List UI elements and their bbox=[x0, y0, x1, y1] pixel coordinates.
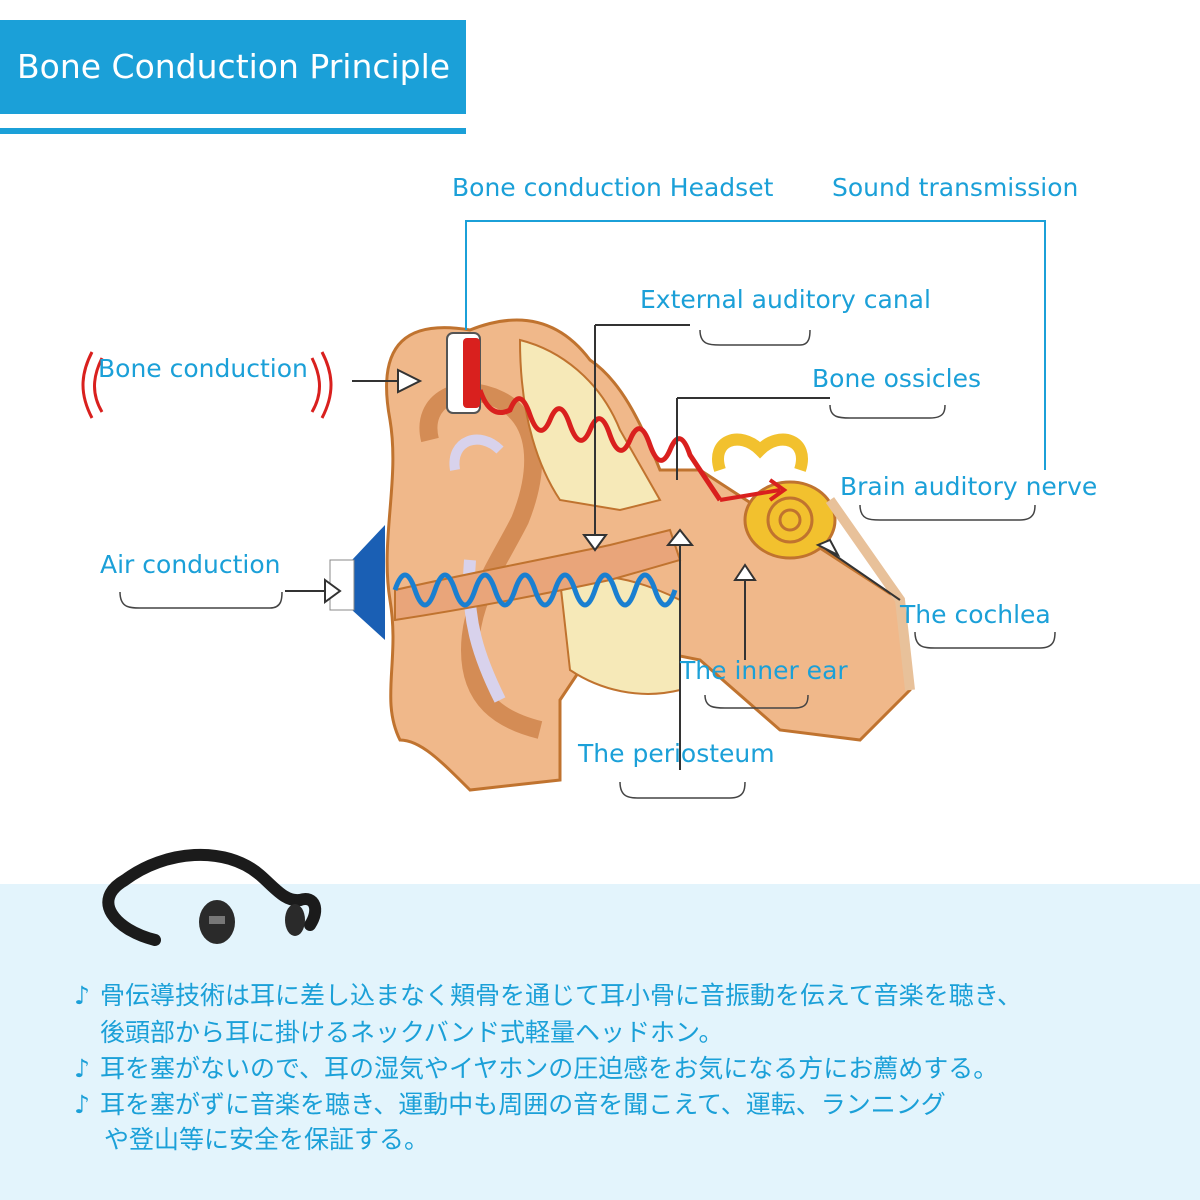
label-headset: Bone conduction Headset bbox=[452, 173, 774, 202]
label-brain-nerve: Brain auditory nerve bbox=[840, 472, 1098, 501]
arrow-pointer bbox=[324, 578, 342, 604]
label-bone-ossicles: Bone ossicles bbox=[812, 364, 982, 393]
label-bracket bbox=[119, 591, 283, 609]
note-line-3: ♪耳を塞がずに音楽を聴き、運動中も周囲の音を聞こえて、運転、ランニング bbox=[74, 1090, 946, 1119]
label-sound-transmission: Sound transmission bbox=[832, 173, 1079, 202]
ear-cartilage bbox=[449, 434, 504, 471]
eighth-note-icon: ♪ bbox=[74, 981, 90, 1010]
ear-diagram bbox=[81, 220, 1056, 799]
arrow-pointer bbox=[665, 528, 695, 546]
note-line-1b: 後頭部から耳に掛けるネックバンド式軽量ヘッドホン。 bbox=[100, 1018, 724, 1047]
eighth-note-icon: ♪ bbox=[74, 1090, 90, 1119]
bone-arrow bbox=[719, 488, 781, 502]
arrow-pointer bbox=[815, 538, 841, 558]
label-bracket bbox=[914, 631, 1056, 649]
semicircular-canals bbox=[712, 433, 808, 472]
note-line-1: ♪骨伝導技術は耳に差し込まなく頬骨を通じて耳小骨に音振動を伝えて音楽を聴き、 bbox=[74, 981, 1023, 1010]
label-air-conduction: Air conduction bbox=[100, 550, 281, 579]
note-line-2: ♪耳を塞がないので、耳の湿気やイヤホンの圧迫感をお気になる方にお薦めする。 bbox=[74, 1054, 999, 1083]
label-bone-conduction: Bone conduction bbox=[98, 354, 308, 383]
signal-arc-right bbox=[320, 351, 333, 419]
bone-wave bbox=[477, 389, 723, 502]
arrow-pointer bbox=[733, 563, 757, 581]
air-speaker bbox=[352, 525, 385, 640]
note-line-3b: や登山等に安全を保証する。 bbox=[104, 1125, 430, 1154]
signal-arc-right bbox=[310, 357, 321, 413]
eighth-note-icon: ♪ bbox=[74, 1054, 90, 1083]
connector-headset bbox=[465, 220, 1046, 470]
label-bracket bbox=[619, 781, 746, 799]
arrow-pointer bbox=[397, 368, 423, 394]
label-inner-ear: The inner ear bbox=[680, 656, 848, 685]
connector-cochlea bbox=[819, 544, 901, 601]
cochlea-spiral bbox=[778, 508, 802, 532]
cochlea bbox=[743, 480, 837, 560]
arrow-pointer bbox=[582, 534, 608, 552]
air-wave bbox=[392, 572, 678, 608]
headset-pad-red bbox=[463, 338, 480, 408]
headset-product-image bbox=[102, 848, 322, 946]
page-title: Bone Conduction Principle bbox=[0, 20, 466, 114]
cochlea-spiral bbox=[766, 496, 814, 544]
signal-arc-left bbox=[93, 357, 104, 413]
signal-arc-left bbox=[81, 351, 94, 419]
label-bracket bbox=[859, 504, 1036, 521]
label-bracket bbox=[699, 329, 811, 346]
label-cochlea: The cochlea bbox=[900, 600, 1051, 629]
air-speaker-back bbox=[329, 559, 355, 611]
label-bracket bbox=[829, 404, 946, 419]
label-external-canal: External auditory canal bbox=[640, 285, 931, 314]
bone-arrow-head bbox=[768, 478, 788, 502]
label-periosteum: The periosteum bbox=[578, 739, 775, 768]
description-panel bbox=[0, 884, 1200, 1200]
title-underline bbox=[0, 128, 466, 134]
label-bracket bbox=[704, 694, 809, 709]
